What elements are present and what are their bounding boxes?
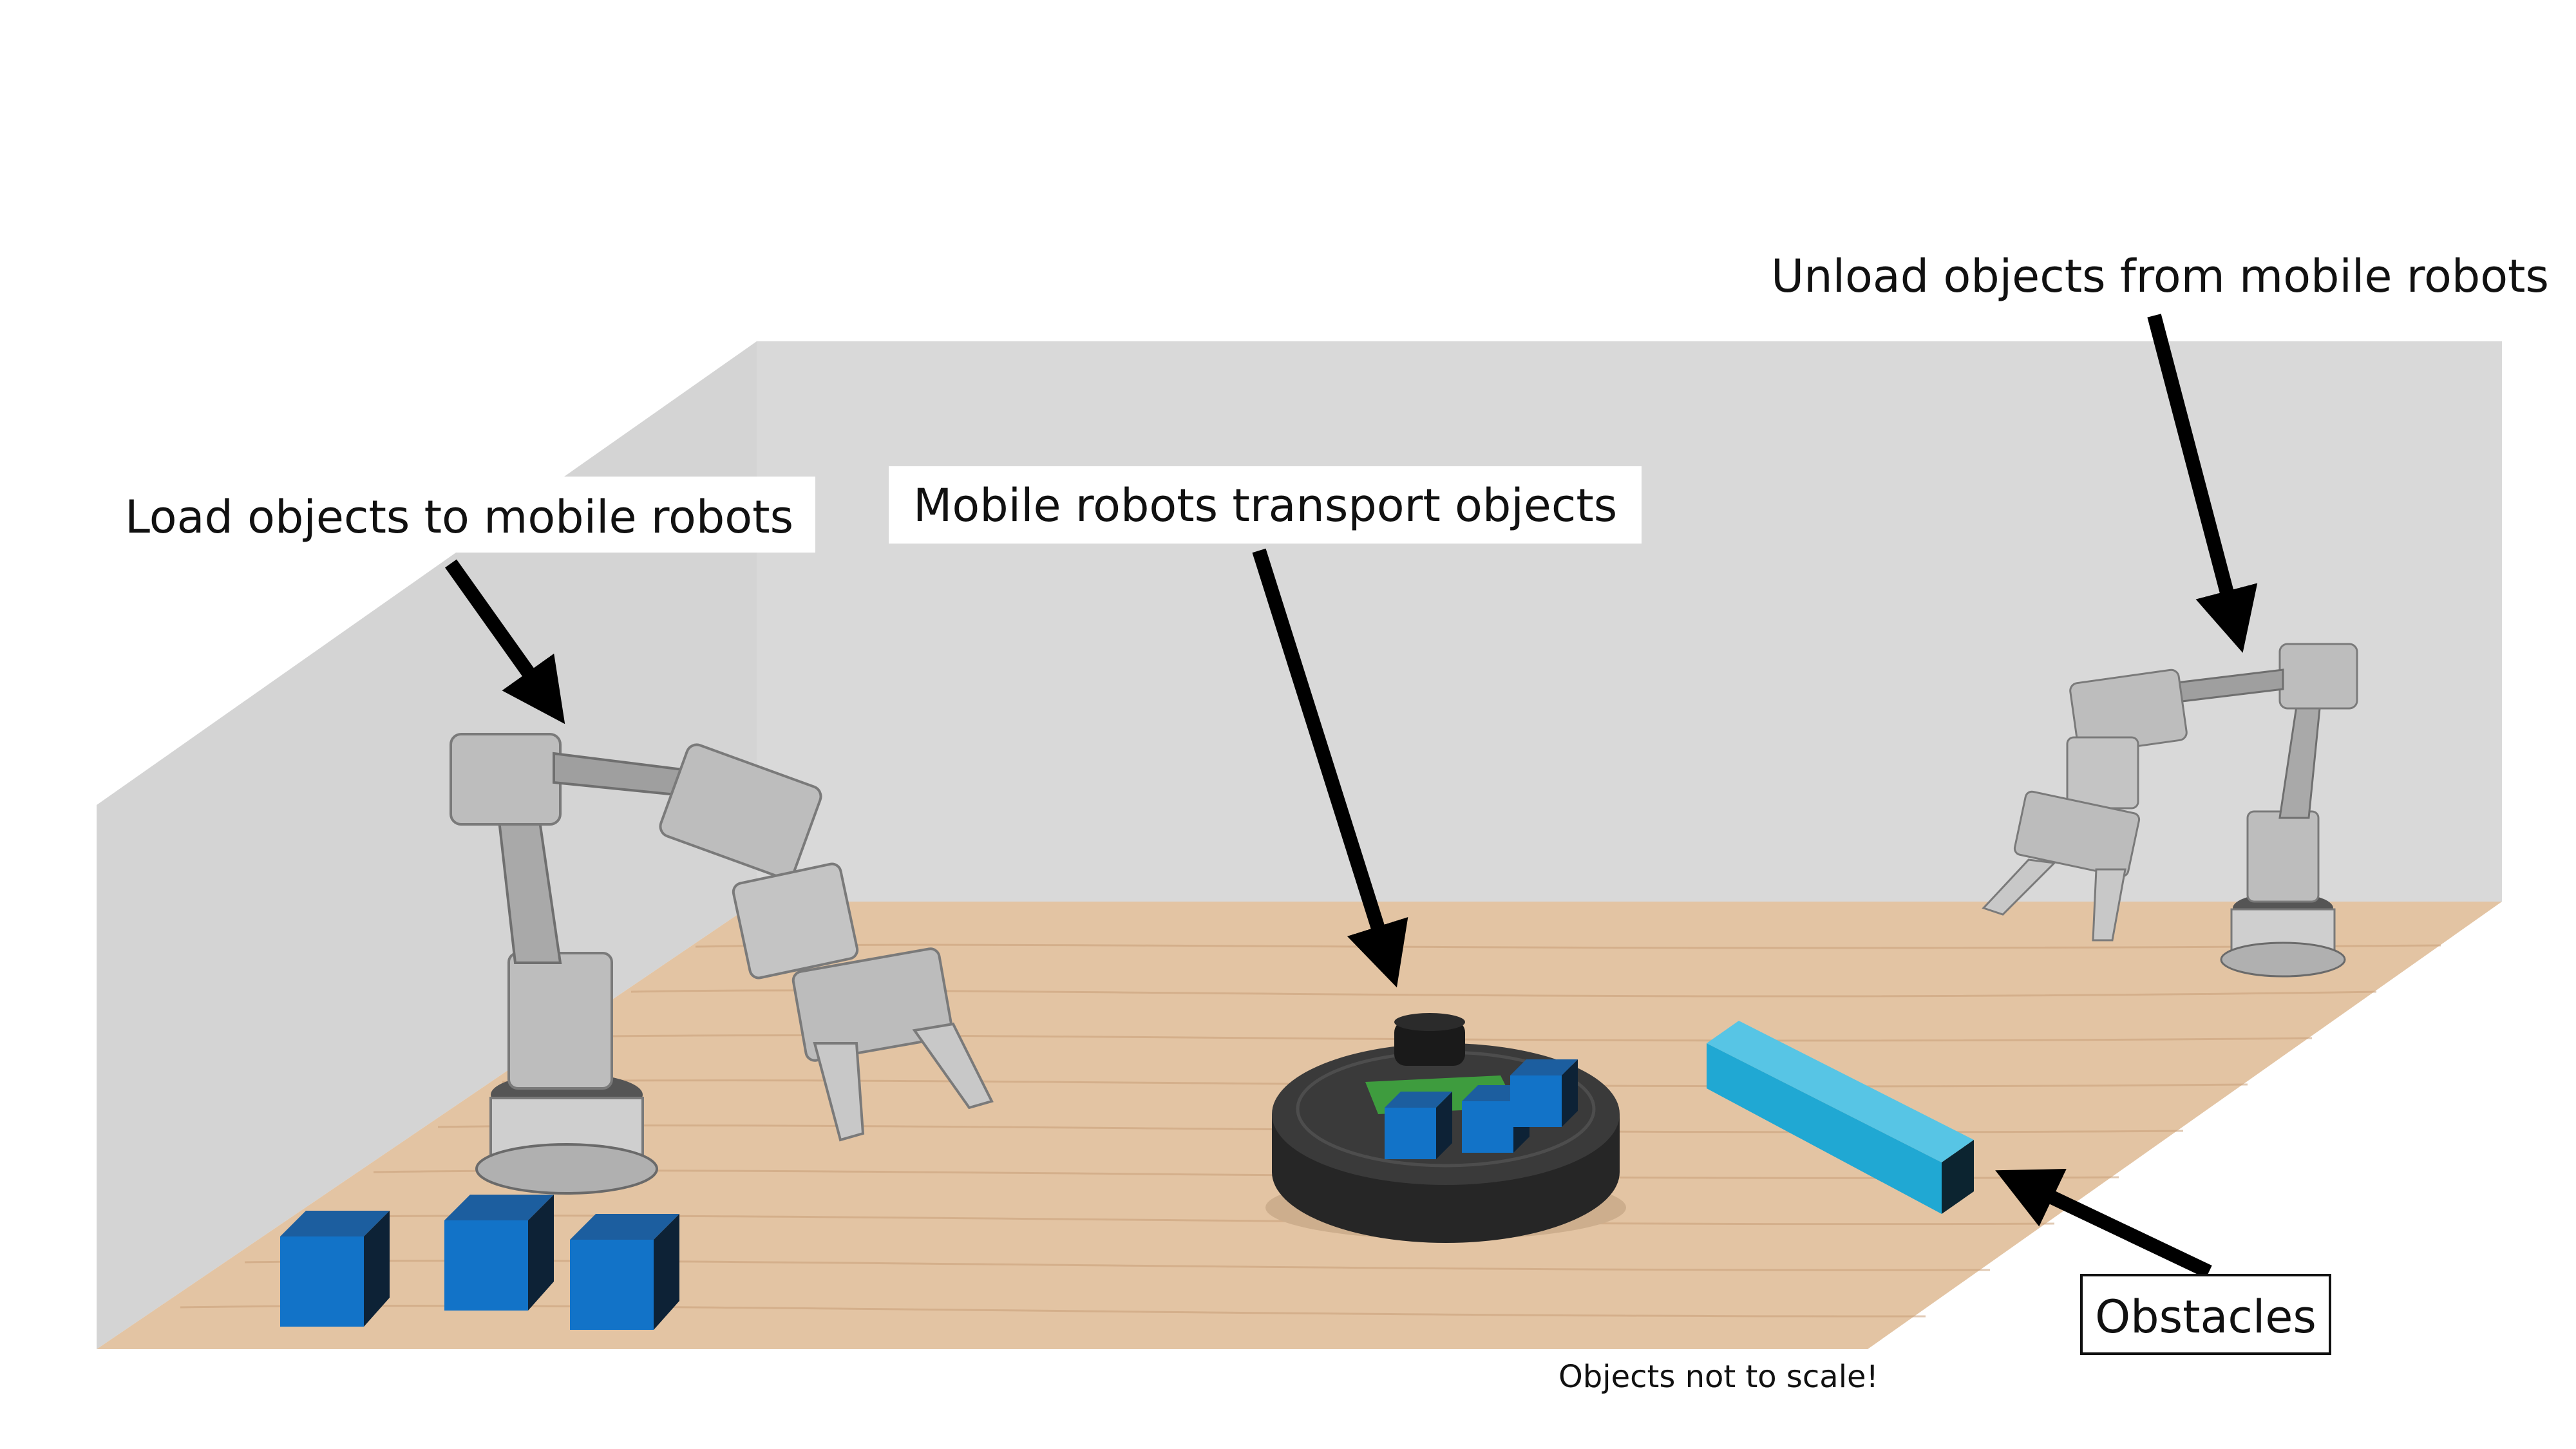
arrow-to-mobile-robot: [1252, 548, 1408, 988]
arm-wrist-motor: [2066, 736, 2139, 810]
label-mobile-transport: Mobile robots transport objects: [889, 466, 1642, 544]
cube: [280, 1211, 390, 1327]
side-wall: [97, 341, 757, 1349]
floor-cubes: [280, 1195, 679, 1330]
arm-gripper-finger-right: [912, 1022, 994, 1110]
arm-shoulder: [2246, 810, 2320, 903]
arrow-to-unloading-arm: [2147, 314, 2258, 653]
arm-gripper-mount: [2013, 790, 2141, 878]
unloading-robot-arm: [1982, 643, 2358, 978]
pointer-arrows: [445, 314, 2258, 1278]
obstacle-side-face: [1942, 1140, 1974, 1214]
arm-gripper-finger-right: [2092, 868, 2126, 942]
mobile-robot: [1265, 1013, 1626, 1243]
scale-note: Objects not to scale!: [1558, 1359, 1879, 1395]
obstacle-top-face: [1707, 1021, 1974, 1162]
arrow-to-loading-arm: [445, 559, 565, 724]
arm-wrist-joint: [659, 743, 822, 880]
cargo-cube: [1510, 1059, 1578, 1127]
label-unload-objects: Unload objects from mobile robots: [1771, 250, 2549, 303]
label-load-objects: Load objects to mobile robots: [103, 477, 816, 553]
cube: [444, 1195, 554, 1311]
arrow-to-obstacle: [1995, 1169, 2212, 1278]
arm-gripper-finger-left: [813, 1042, 865, 1142]
arm-gripper-mount: [791, 947, 954, 1062]
loading-robot-arm: [450, 733, 994, 1195]
label-obstacles: Obstacles: [2080, 1274, 2331, 1355]
arm-wrist-motor: [732, 862, 859, 980]
arm-elbow-joint: [2278, 643, 2358, 710]
lidar-sensor-cap: [1394, 1013, 1465, 1031]
arm-shoulder: [507, 952, 613, 1090]
arm-elbow-joint: [450, 733, 562, 826]
arm-base-foot: [475, 1143, 658, 1195]
obstacle-bar: [1707, 1021, 1974, 1214]
obstacle-front-face: [1707, 1043, 1942, 1214]
arm-gripper-finger-left: [1982, 858, 2057, 916]
cube: [570, 1214, 679, 1330]
cargo-cube: [1385, 1092, 1452, 1159]
arm-base-foot: [2220, 942, 2346, 978]
lidar-sensor: [1394, 1021, 1465, 1066]
